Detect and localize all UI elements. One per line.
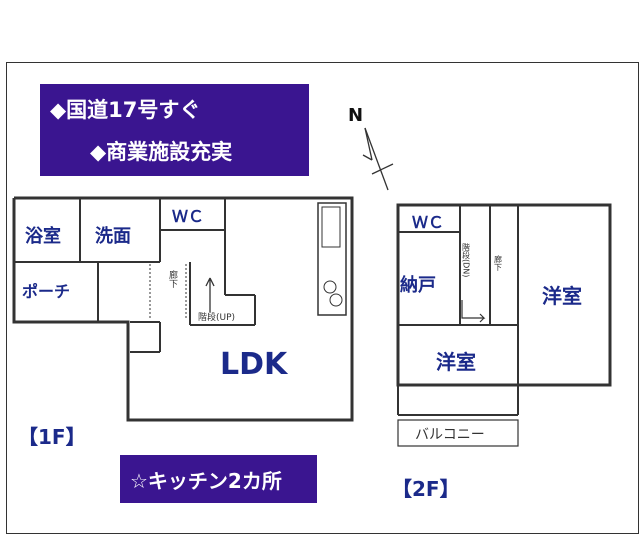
feature-shopping: ◆商業施設充実 [90,140,233,164]
compass-icon: N [348,105,394,191]
room-stairs-2f: 階段(DN) [462,242,471,277]
room-washroom: 洗面 [95,225,131,247]
room-wc-1f: ＷＣ [172,207,204,226]
room-western-center: 洋室 [436,350,476,374]
room-western-right: 洋室 [542,284,582,308]
room-wc-2f: ＷＣ [412,213,444,232]
room-stairs-1f: 階段(UP) [198,311,235,323]
floor1-plan [12,196,354,422]
room-ldk: LDK [220,347,289,382]
room-hall-1f: 廊下 [167,269,178,289]
floorplan-frame [6,62,639,534]
room-storage: 納戸 [400,274,436,296]
kitchen-banner: ☆キッチン2カ所 [120,455,317,503]
kitchen-text: ☆キッチン2カ所 [130,469,282,493]
feature-banner: ◆国道17号すぐ ◆商業施設充実 [40,84,309,176]
floor1-label: 【1F】 [18,425,86,449]
room-porch: ポーチ [22,282,70,301]
room-balcony: バルコニー [415,427,485,443]
room-hall-2f: 廊下 [494,254,503,272]
room-bath: 浴室 [25,225,61,247]
feature-highway: ◆国道17号すぐ [50,98,201,122]
floor2-label: 【2F】 [392,477,460,501]
compass-label: N [348,105,363,126]
floor2-plan [396,203,612,447]
